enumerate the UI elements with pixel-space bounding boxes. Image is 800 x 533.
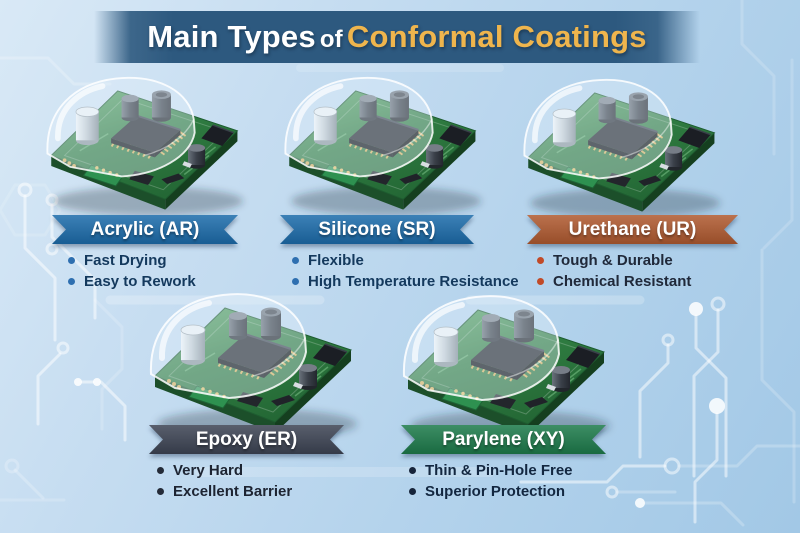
bullet-dot <box>409 488 416 495</box>
feature-item: Easy to Rework <box>68 271 196 292</box>
pcb-urethane-image <box>512 72 744 224</box>
ribbon-epoxy-label: Epoxy (ER) <box>195 428 298 450</box>
pcb-silicone-image <box>274 70 504 222</box>
feature-item: Superior Protection <box>409 481 573 502</box>
features-silicone: Flexible High Temperature Resistance <box>292 250 519 292</box>
features-epoxy: Very Hard Excellent Barrier <box>157 460 292 502</box>
pcb-parylene-image <box>388 288 638 448</box>
feature-item: Thin & Pin-Hole Free <box>409 460 573 481</box>
ribbon-silicone: Silicone (SR) <box>280 215 474 244</box>
feature-item: Tough & Durable <box>537 250 691 271</box>
ribbon-acrylic-label: Acrylic (AR) <box>90 218 200 240</box>
feature-item: High Temperature Resistance <box>292 271 519 292</box>
bullet-dot <box>157 488 164 495</box>
pcb-epoxy-image <box>136 286 384 446</box>
bullet-dot <box>409 467 416 474</box>
ribbon-urethane-label: Urethane (UR) <box>568 218 697 240</box>
features-acrylic: Fast Drying Easy to Rework <box>68 250 196 292</box>
bullet-dot <box>537 278 544 285</box>
bullet-dot <box>68 278 75 285</box>
feature-item: Fast Drying <box>68 250 196 271</box>
ribbon-urethane: Urethane (UR) <box>527 215 738 244</box>
title-prefix: Main Types <box>147 19 316 54</box>
ribbon-acrylic: Acrylic (AR) <box>52 215 238 244</box>
title-accent: Conformal Coatings <box>346 19 647 54</box>
bullet-dot <box>537 257 544 264</box>
bullet-dot <box>157 467 164 474</box>
features-parylene: Thin & Pin-Hole Free Superior Protection <box>409 460 573 502</box>
title-mid: of <box>319 26 343 53</box>
features-urethane: Tough & Durable Chemical Resistant <box>537 250 691 292</box>
ribbon-silicone-label: Silicone (SR) <box>318 218 436 240</box>
ribbon-parylene-label: Parylene (XY) <box>442 428 565 450</box>
ribbon-parylene: Parylene (XY) <box>401 425 606 454</box>
bullet-dot <box>292 278 299 285</box>
pcb-acrylic-image <box>36 70 266 222</box>
bullet-dot <box>68 257 75 264</box>
feature-item: Very Hard <box>157 460 292 481</box>
bullet-dot <box>292 257 299 264</box>
feature-item: Chemical Resistant <box>537 271 691 292</box>
feature-item: Flexible <box>292 250 519 271</box>
ribbon-epoxy: Epoxy (ER) <box>149 425 344 454</box>
feature-item: Excellent Barrier <box>157 481 292 502</box>
